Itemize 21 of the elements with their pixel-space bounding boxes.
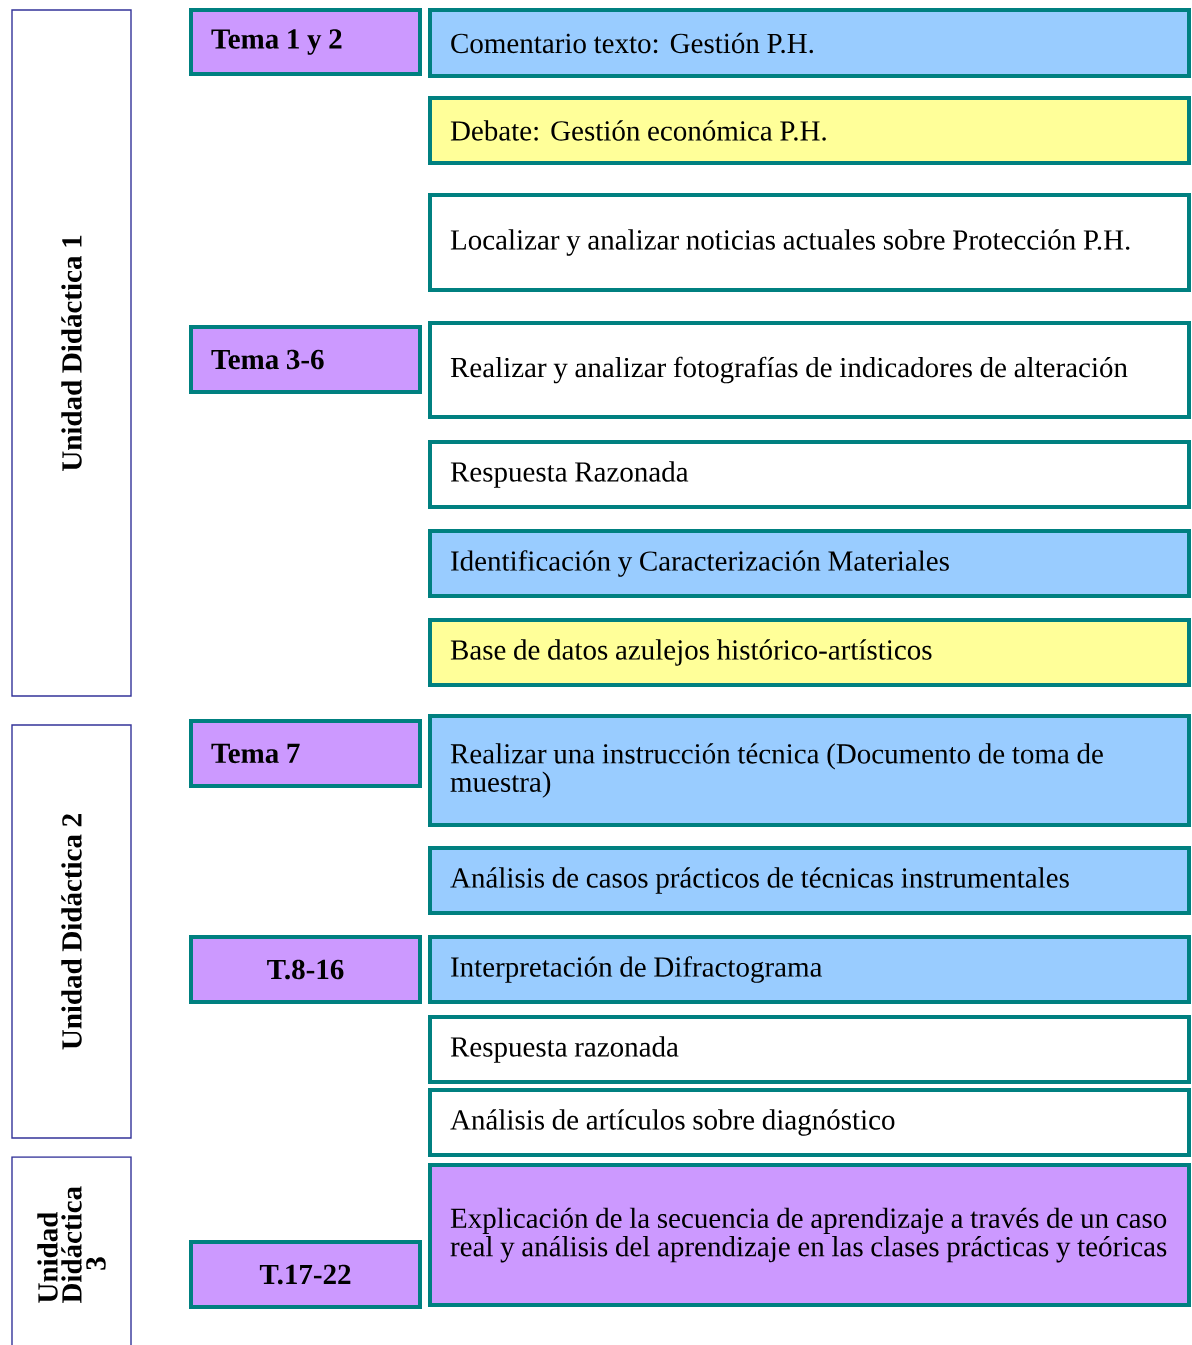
activity-box: Realizar una instrucción técnica (Documento de toma de muestra) [428,714,1191,827]
activity-box: Comentario texto: Gestión P.H. [428,8,1191,78]
activity-box: Identificación y Caracterización Materiales [428,529,1191,598]
activity-box: Explicación de la secuencia de aprendizaje a través de un caso real y análisis del aprendizaje en las clases prácticas y teóricas [428,1163,1191,1307]
activity-box: Base de datos azulejos histórico-artísticos [428,618,1191,687]
unit-box: Unidad Didáctica 2 [11,724,132,1139]
unit-box: Unidad Didáctica 3 [11,1156,132,1345]
activity-box: Respuesta razonada [428,1015,1191,1084]
topic-box: T.8-16 [189,935,422,1004]
topic-box: Tema 3-6 [189,325,422,394]
topic-box: Tema 1 y 2 [189,8,422,76]
activity-box: Realizar y analizar fotografías de indicadores de alteración [428,321,1191,419]
activity-box: Debate: Gestión económica P.H. [428,96,1191,165]
unit-box: Unidad Didáctica 1 [11,9,132,697]
activity-box: Análisis de artículos sobre diagnóstico [428,1088,1191,1157]
activity-box: Respuesta Razonada [428,440,1191,509]
topic-box: Tema 7 [189,719,422,788]
activity-box: Localizar y analizar noticias actuales sobre Protección P.H. [428,193,1191,292]
topic-box: T.17-22 [189,1240,422,1309]
activity-box: Interpretación de Difractograma [428,935,1191,1004]
activity-box: Análisis de casos prácticos de técnicas instrumentales [428,846,1191,915]
